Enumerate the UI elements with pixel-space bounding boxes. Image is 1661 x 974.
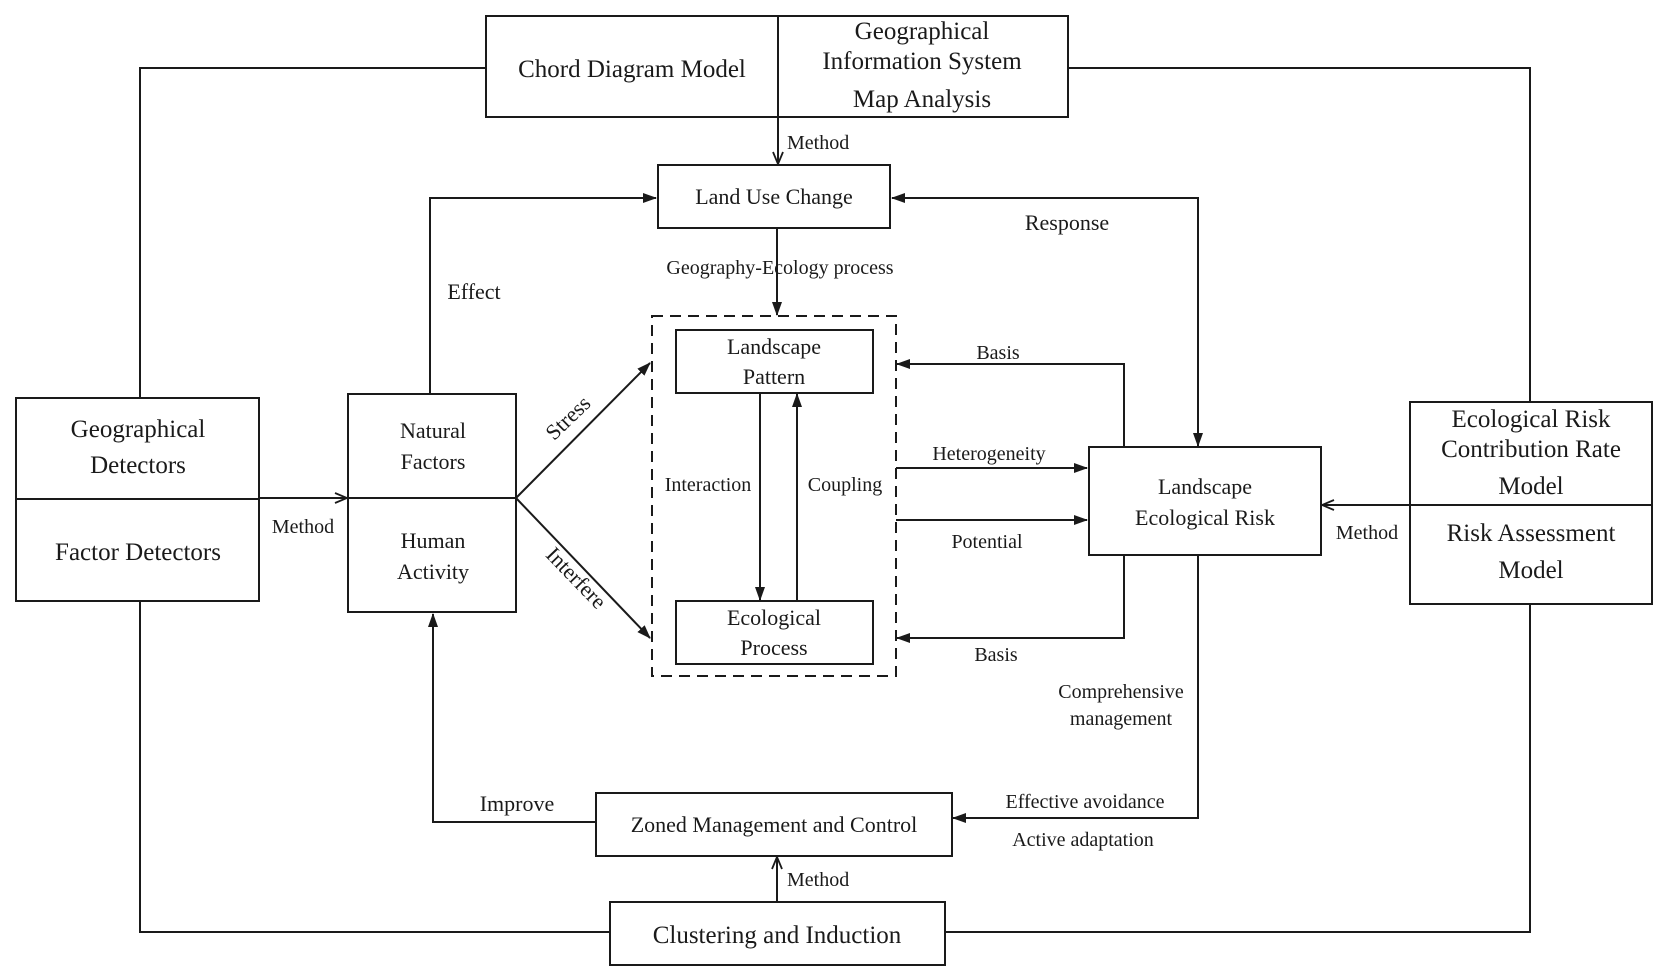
label-comprehensive-line1: Comprehensive — [1058, 681, 1184, 703]
contribution-model-line2: Contribution Rate — [1441, 436, 1621, 463]
natural-factors-line2: Factors — [401, 449, 466, 474]
label-basis-bottom: Basis — [974, 644, 1018, 666]
landscape-pattern-line2: Pattern — [743, 364, 805, 389]
label-potential: Potential — [951, 531, 1023, 553]
landscape-pattern-box: Landscape Pattern — [675, 329, 874, 394]
label-active-adaptation: Active adaptation — [1012, 829, 1154, 851]
label-method-right: Method — [1336, 522, 1398, 544]
label-coupling: Coupling — [808, 474, 882, 496]
geographical-detectors-box: Geographical Detectors Factor Detectors — [15, 397, 260, 602]
ecological-process-line2: Process — [740, 635, 807, 660]
label-interaction: Interaction — [665, 474, 752, 496]
chord-diagram-model-label: Chord Diagram Model — [518, 56, 746, 83]
natural-factors-line1: Natural — [400, 418, 466, 443]
outer-connector-top-left — [139, 67, 486, 398]
factors-box: Natural Factors Human Activity — [347, 393, 517, 613]
arrow-interfere — [515, 497, 651, 639]
arrow-response-bidirectional — [891, 193, 1203, 447]
land-use-change-label: Land Use Change — [695, 184, 853, 209]
landscape-risk-line1: Landscape — [1158, 474, 1252, 499]
label-interfere: Interfere — [541, 542, 612, 614]
risk-assessment-line2: Model — [1498, 557, 1563, 584]
contribution-model-line3: Model — [1498, 473, 1563, 500]
outer-connector-bottom-left — [139, 600, 610, 933]
land-use-change-box: Land Use Change — [657, 164, 891, 229]
clustering-box: Clustering and Induction — [609, 901, 946, 966]
zoned-management-box: Zoned Management and Control — [595, 792, 953, 857]
top-method-box: Chord Diagram Model Geographical Informa… — [485, 15, 1069, 118]
gis-label-line2: Information System — [822, 48, 1022, 75]
gis-label-line1: Geographical — [855, 18, 990, 45]
risk-assessment-line1: Risk Assessment — [1447, 520, 1616, 547]
geo-detectors-line2: Detectors — [90, 452, 186, 479]
label-comprehensive-line2: management — [1070, 708, 1173, 730]
landscape-ecological-risk-box: Landscape Ecological Risk — [1088, 446, 1322, 556]
outer-connector-top-right — [1067, 67, 1531, 402]
clustering-label: Clustering and Induction — [653, 922, 902, 949]
outer-connector-bottom-right — [945, 604, 1531, 933]
label-method-bottom: Method — [787, 869, 849, 891]
label-heterogeneity: Heterogeneity — [932, 443, 1045, 465]
human-activity-line2: Activity — [397, 559, 469, 584]
geo-detectors-line1: Geographical — [71, 416, 206, 443]
arrow-effect-to-land-use — [429, 193, 657, 394]
ecological-process-box: Ecological Process — [675, 600, 874, 665]
ecological-process-line1: Ecological — [727, 605, 821, 630]
landscape-risk-line2: Ecological Risk — [1135, 505, 1275, 530]
label-stress: Stress — [540, 390, 595, 444]
risk-models-box: Ecological Risk Contribution Rate Model … — [1409, 401, 1653, 605]
label-effective-avoidance: Effective avoidance — [1006, 791, 1165, 813]
arrow-basis-top — [896, 359, 1125, 447]
arrow-stress — [515, 362, 651, 499]
arrow-risk-to-zoned-management — [952, 555, 1199, 823]
label-response: Response — [1025, 210, 1109, 235]
arrow-improve — [428, 613, 596, 823]
contribution-model-line1: Ecological Risk — [1452, 406, 1611, 433]
pattern-process-dashed-frame — [651, 315, 897, 677]
zoned-management-label: Zoned Management and Control — [631, 812, 918, 837]
label-method-left: Method — [272, 516, 334, 538]
factor-detectors-label: Factor Detectors — [55, 539, 221, 566]
label-method-top: Method — [787, 132, 849, 154]
landscape-pattern-line1: Landscape — [727, 334, 821, 359]
label-effect: Effect — [447, 279, 500, 304]
label-improve: Improve — [480, 791, 555, 816]
label-basis-top: Basis — [976, 342, 1020, 364]
gis-label-line3: Map Analysis — [853, 86, 991, 113]
arrow-basis-bottom — [896, 555, 1125, 643]
human-activity-line1: Human — [401, 528, 466, 553]
label-geo-eco-process: Geography-Ecology process — [666, 257, 893, 279]
